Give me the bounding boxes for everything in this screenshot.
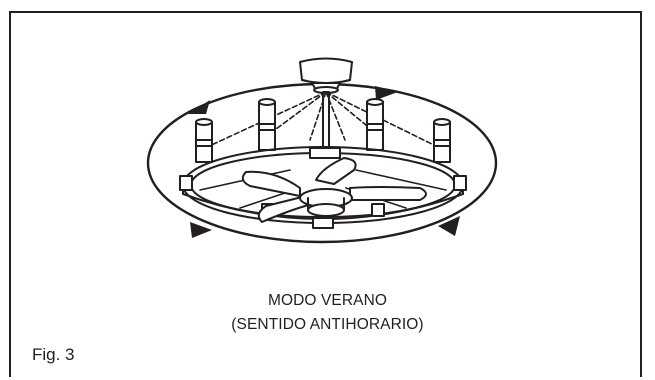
mode-title: MODO VERANO (267, 292, 388, 309)
arrow-bottom-right-icon (438, 216, 460, 236)
arrow-top-right-icon (375, 86, 398, 100)
arrow-top-left-icon (188, 100, 210, 114)
counterclockwise-arrows-icon (188, 86, 460, 238)
arrow-bottom-left-icon (190, 222, 212, 238)
canopy-icon (299, 57, 353, 94)
figure-frame (9, 11, 642, 377)
figure-label: Fig. 3 (32, 345, 75, 364)
rotation-direction-label: (SENTIDO ANTIHORARIO) (231, 316, 424, 333)
fan-blades-icon (241, 157, 427, 223)
candle-lights-icon (195, 98, 451, 163)
